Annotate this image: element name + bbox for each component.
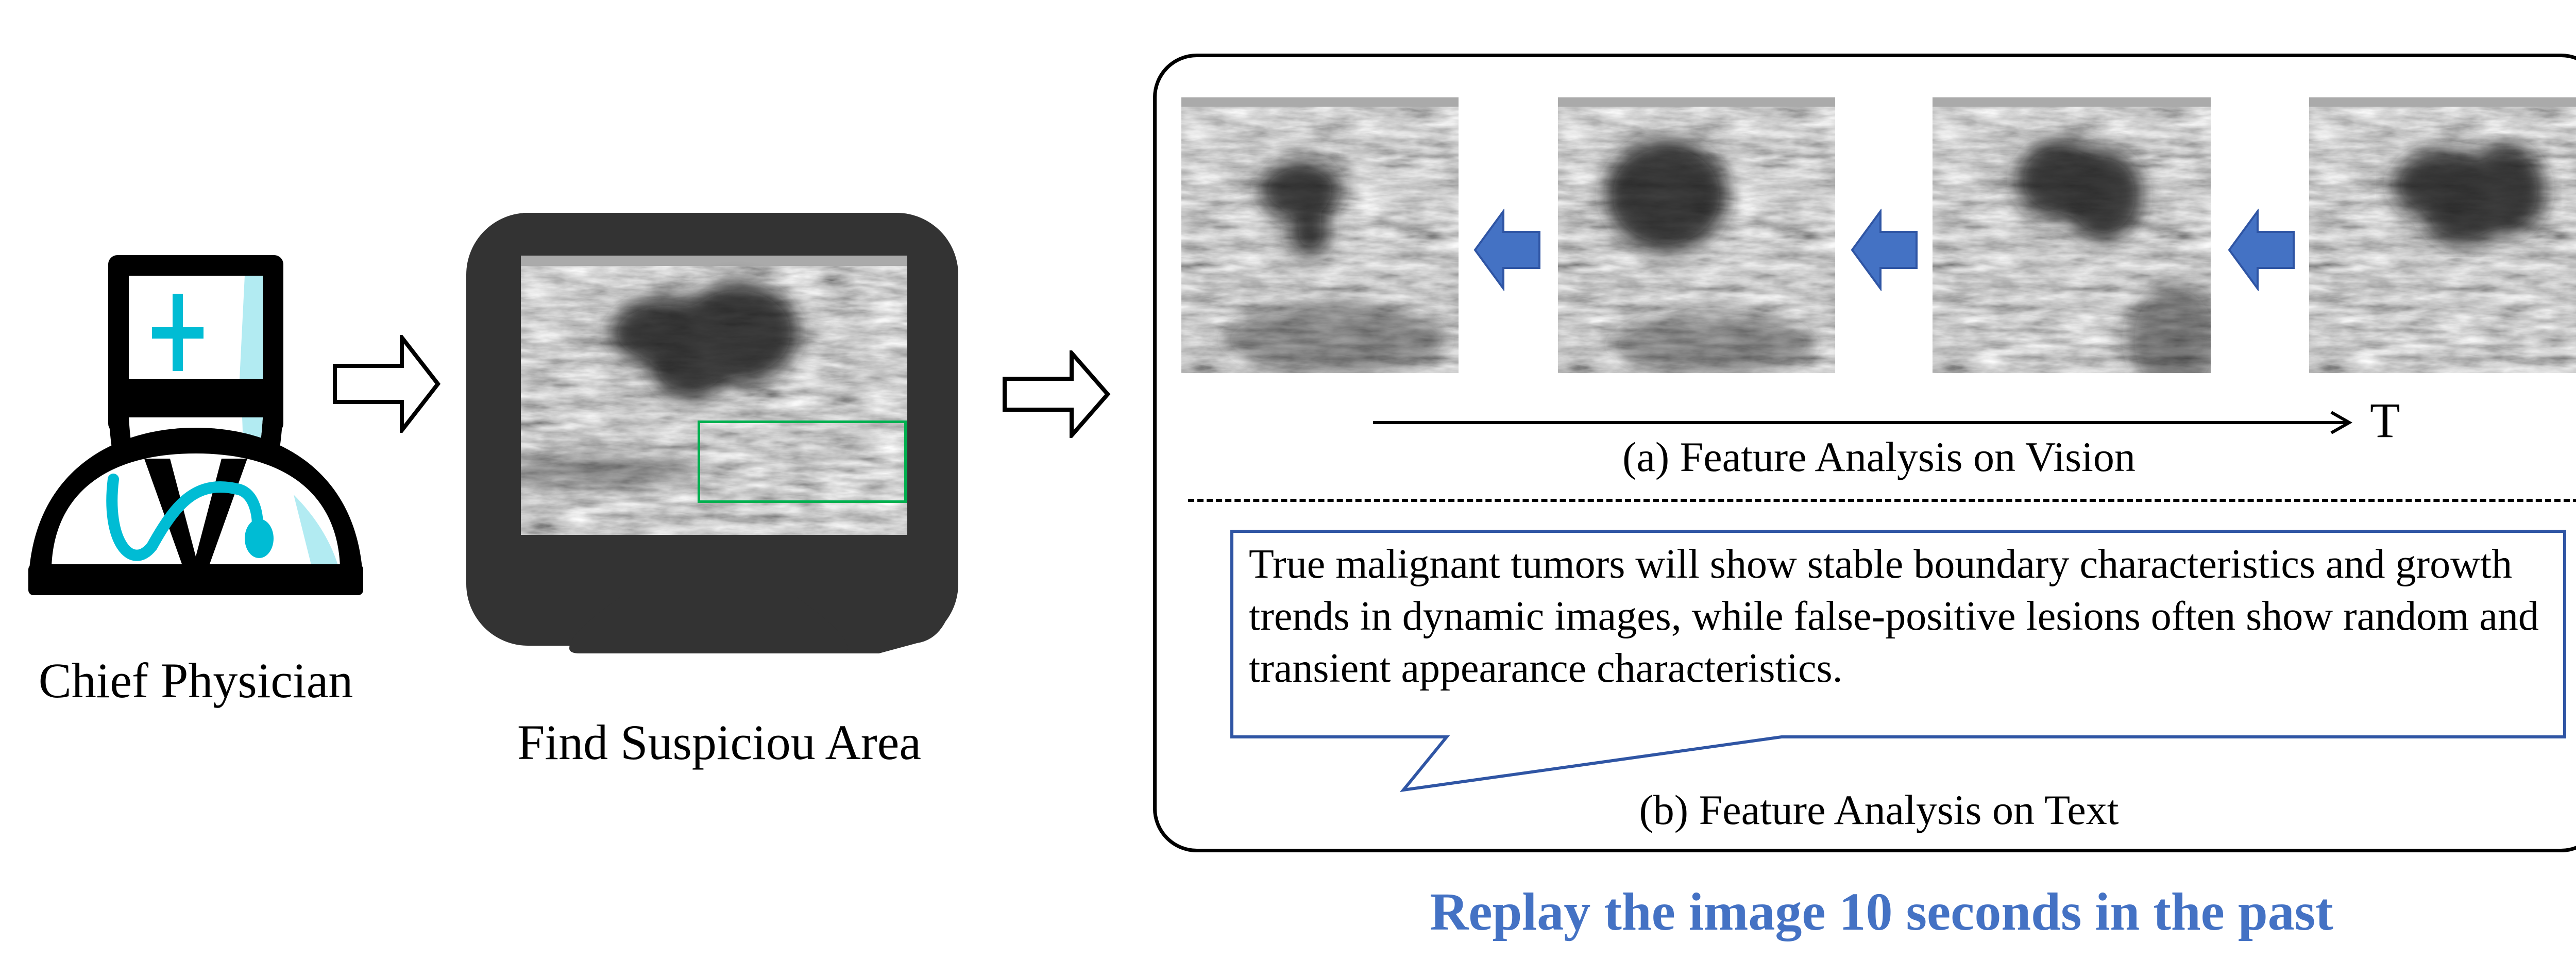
ultrasound-screen-image — [521, 256, 907, 535]
vision-caption: (a) Feature Analysis on Vision — [1622, 433, 2136, 480]
ultrasound-frame-1 — [1181, 97, 1459, 373]
speech-bubble — [1226, 526, 2571, 799]
text-caption: (b) Feature Analysis on Text — [1639, 786, 2119, 833]
blue-arrow-left-icon — [1472, 208, 1542, 292]
blue-arrow-left-icon — [1850, 208, 1919, 292]
section-divider — [1188, 499, 2576, 502]
arrow-right-icon — [1002, 347, 1113, 441]
callout-text: True malignant tumors will show stable b… — [1249, 542, 2539, 691]
replay-panel — [1153, 54, 2576, 852]
monitor-label: Find Suspiciou Area — [517, 715, 921, 770]
replay-caption: Replay the image 10 seconds in the past — [1430, 882, 2333, 941]
time-axis-arrow — [1368, 410, 2357, 435]
time-axis-label: T — [2370, 393, 2400, 448]
ultrasound-frame-3 — [1933, 97, 2211, 373]
arrow-right-icon — [332, 331, 443, 436]
suspicious-area-box[interactable] — [698, 420, 907, 503]
doctor-icon — [23, 253, 368, 598]
blue-arrow-left-icon — [2227, 208, 2296, 292]
ultrasound-frame-4 — [2309, 97, 2576, 373]
physician-label: Chief Physician — [38, 653, 353, 708]
ultrasound-frame-2 — [1558, 97, 1835, 373]
